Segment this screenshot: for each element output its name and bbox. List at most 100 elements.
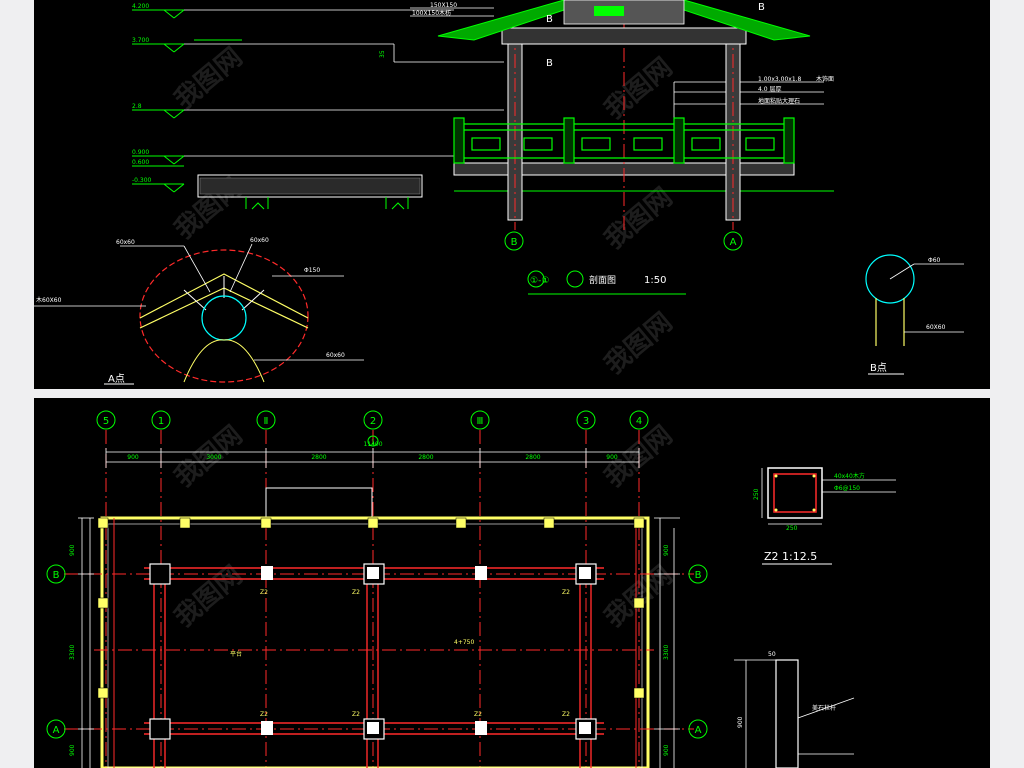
plan-axis-b-right: B	[695, 570, 702, 581]
roof	[437, 0, 811, 41]
plan-center-tag: 4+750	[454, 639, 474, 646]
detail-b-label: B点	[870, 362, 887, 374]
callout-right-tag: 木饰面	[816, 75, 834, 83]
plan-dim-1: 900	[127, 454, 139, 461]
plan-dim-5: 2800	[525, 454, 540, 461]
plan-dim-6: 900	[606, 454, 618, 461]
section-drawing: 我图网 我图网 我图网 我图网 我图网 4.200 3.700 2.8 0.90…	[34, 0, 964, 385]
detail-b	[865, 254, 964, 375]
plan-marker	[367, 435, 379, 447]
plan-axis-4: 4	[636, 416, 642, 427]
roof-beam	[501, 27, 747, 45]
roof-marker-b3: B	[758, 2, 765, 13]
elevation-28: 2.8	[132, 103, 142, 110]
plan-dimension-top	[105, 448, 640, 468]
plan-dim-2: 3000	[206, 454, 221, 461]
detail-a-callout-2: 60x60	[250, 237, 269, 244]
plan-drawing-panel: 我图网 我图网 我图网 我图网 5 1 Ⅱ 2 Ⅲ 3 4 900 3000 2…	[34, 398, 990, 768]
plan-axis-a-left: A	[53, 725, 60, 736]
watermark-5: 我图网	[599, 307, 678, 380]
rail-detail	[734, 659, 855, 768]
plan-marker-text: 1	[371, 439, 375, 446]
plan-col-tag-5: Z2	[352, 711, 360, 718]
plan-dim-right-2: 3300	[663, 645, 670, 660]
plan-dim-right-1: 900	[663, 544, 670, 556]
section-title-scale: 1:50	[644, 275, 666, 286]
plan-dim-right-3: 900	[663, 744, 670, 756]
detail-b-callout-2: 60X60	[926, 324, 946, 331]
plan-col-tag-3: Z2	[562, 589, 570, 596]
platform-slab	[197, 174, 423, 210]
plan-axis-ii: Ⅱ	[264, 416, 269, 427]
plan-col-tag-1: Z2	[260, 589, 268, 596]
plan-axes-top	[96, 410, 649, 430]
rail-label: 美石栏杆	[812, 704, 836, 712]
callout-top-2: 100X150木枋	[412, 9, 451, 17]
plan-dim-overall: 11400	[363, 441, 382, 448]
z2-callout-1: 40x40木方	[834, 472, 865, 480]
z2-dim-w: 250	[786, 525, 798, 532]
rail-dim-height: 900	[737, 716, 744, 728]
plan-axis-a-right: A	[695, 725, 702, 736]
railing	[453, 117, 795, 164]
detail-a-callout-4: 木60X60	[36, 296, 62, 304]
detail-a-callout-1: 60x60	[116, 239, 135, 246]
plan-col-tag-6: Z2	[474, 711, 482, 718]
section-title-marker: ①-①	[530, 276, 549, 286]
elevation-3700: 3.700	[132, 37, 149, 44]
detail-a-label: A点	[108, 373, 125, 385]
plan-dim-left-2: 3300	[69, 645, 76, 660]
plan-wall-posts	[97, 517, 645, 699]
detail-a-callout-5: 60x60	[326, 352, 345, 359]
callout-right-2: 4.0 层厚	[758, 86, 781, 93]
detail-a-callout-3: Φ150	[304, 267, 320, 274]
plan-axis-5: 5	[103, 416, 109, 427]
plan-axis-1: 1	[158, 416, 164, 427]
plan-col-tag-4: Z2	[260, 711, 268, 718]
rail-dim-top: 50	[768, 651, 776, 658]
plan-columns	[149, 563, 597, 740]
plan-dim-left-3: 900	[69, 744, 76, 756]
plan-axis-2: 2	[370, 416, 376, 427]
plan-col-tag-7: Z2	[562, 711, 570, 718]
watermark-7: 我图网	[169, 560, 248, 633]
plan-grid-horizontal	[64, 573, 694, 730]
section-drawing-panel: 我图网 我图网 我图网 我图网 我图网 4.200 3.700 2.8 0.90…	[34, 0, 990, 389]
section-title	[527, 270, 686, 295]
roof-marker-b2: B	[546, 58, 553, 69]
plan-step	[265, 487, 373, 519]
elevation-m0300: -0.300	[132, 177, 152, 184]
plan-axis-iii: Ⅲ	[477, 416, 484, 427]
plan-dim-left-1: 900	[69, 544, 76, 556]
section-title-text: 剖面图	[589, 274, 616, 286]
elevation-0600: 0.600	[132, 159, 149, 166]
plan-dim-4: 2800	[418, 454, 433, 461]
callout-top-1: 150X150	[430, 2, 457, 9]
plan-step-tag: 平台	[230, 650, 242, 658]
callout-right-3: 地面粘贴大理石	[758, 97, 800, 105]
elevation-4200: 4.200	[132, 3, 149, 10]
watermark-4: 我图网	[599, 182, 678, 255]
watermark-1: 我图网	[169, 42, 248, 115]
elevation-marks	[132, 9, 242, 193]
plan-dim-3: 2800	[311, 454, 326, 461]
plan-drawing: 我图网 我图网 我图网 我图网 5 1 Ⅱ 2 Ⅲ 3 4 900 3000 2…	[46, 410, 896, 768]
plan-dimension-sides	[78, 517, 680, 768]
section-axis-b: B	[511, 237, 518, 248]
section-axis-a: A	[730, 237, 737, 248]
z2-title: Z2 1:12.5	[764, 550, 817, 563]
section-axes	[504, 231, 743, 251]
z2-detail	[761, 467, 896, 565]
z2-callout-2: Φ6@150	[834, 485, 860, 492]
plan-axes-side	[46, 564, 708, 739]
callout-right-1: 1.00x3.00x1.8	[758, 76, 802, 83]
plan-col-tag-2: Z2	[352, 589, 360, 596]
side-note: 35	[379, 50, 386, 58]
detail-a	[34, 243, 364, 385]
watermark-3: 我图网	[599, 52, 678, 125]
leader-lines	[184, 7, 824, 157]
plan-axis-b-left: B	[53, 570, 60, 581]
elevation-0900: 0.900	[132, 149, 149, 156]
detail-b-callout-1: Φ60	[928, 257, 941, 264]
z2-dim-h: 250	[753, 488, 760, 500]
